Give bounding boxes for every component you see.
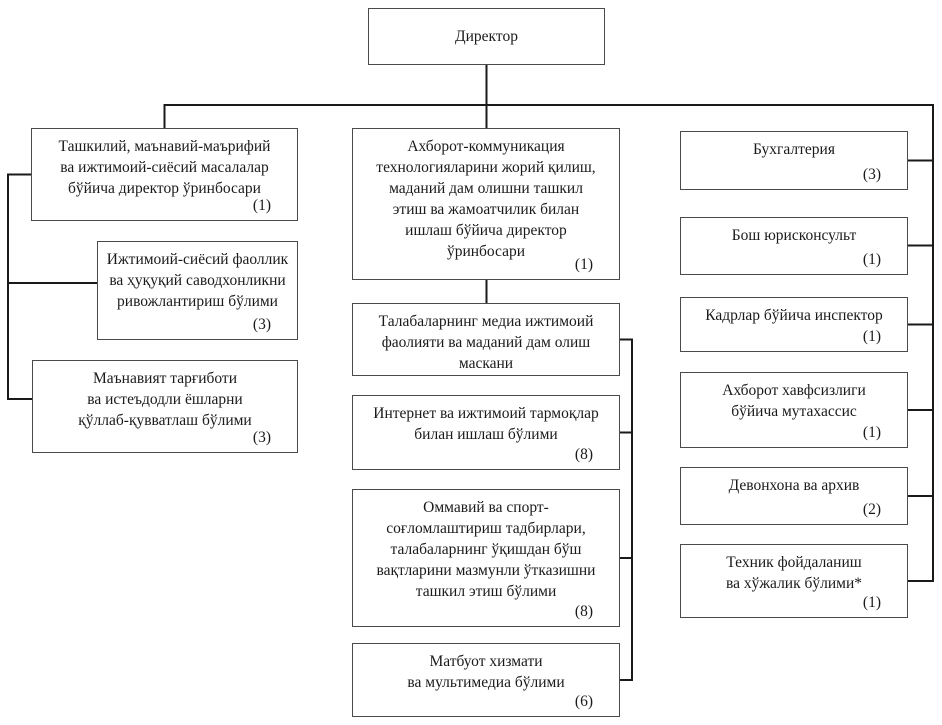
org-node-right-infosec-specialist: Ахборот хавфсизлиги бўйича мутахассис (1…	[680, 372, 908, 448]
org-node-right-hr-inspector: Кадрлар бўйича инспектор (1)	[680, 297, 908, 352]
node-count: (1)	[252, 197, 271, 214]
node-title: Интернет ва ижтимоий тармоқлар билан ишл…	[373, 405, 599, 443]
org-node-left-social-political-dept: Ижтимоий-сиёсий фаоллик ва ҳуқуқий савод…	[97, 241, 298, 340]
node-count: (3)	[252, 429, 271, 446]
node-count: (2)	[862, 501, 881, 518]
org-node-middle-sports-events-dept: Оммавий ва спорт- соғломлаштириш тадбирл…	[352, 489, 620, 627]
org-node-middle-internet-dept: Интернет ва ижтимоий тармоқлар билан ишл…	[352, 395, 620, 470]
node-title: Бухгалтерия	[753, 141, 835, 158]
node-title: Бош юрисконсульт	[731, 227, 857, 244]
node-count: (1)	[862, 328, 881, 345]
org-node-director: Директор	[368, 8, 605, 65]
org-node-middle-deputy-ict: Ахборот-коммуникация технологияларини жо…	[352, 128, 620, 280]
node-title: Оммавий ва спорт- соғломлаштириш тадбирл…	[376, 499, 596, 600]
node-title: Девонхона ва архив	[728, 477, 860, 494]
org-node-middle-press-multimedia-dept: Матбуот хизмати ва мультимедиа бўлими (6…	[352, 643, 620, 717]
org-node-middle-media-center: Талабаларнинг медиа ижтимоий фаолияти ва…	[352, 303, 620, 376]
org-node-right-chancery-archive: Девонхона ва архив (2)	[680, 467, 908, 525]
node-count: (1)	[862, 594, 881, 611]
node-count: (6)	[574, 693, 593, 710]
org-node-right-accounting: Бухгалтерия (3)	[680, 131, 908, 190]
node-count: (3)	[252, 316, 271, 333]
node-title: Ташкилий, маънавий-маърифий ва ижтимоий-…	[58, 138, 271, 197]
node-count: (8)	[574, 603, 593, 620]
node-title: Талабаларнинг медиа ижтимоий фаолияти ва…	[378, 313, 594, 372]
node-title: Матбуот хизмати ва мультимедиа бўлими	[407, 653, 565, 691]
node-count: (1)	[574, 256, 593, 273]
node-count: (1)	[862, 251, 881, 268]
org-node-left-deputy-spiritual: Ташкилий, маънавий-маърифий ва ижтимоий-…	[31, 128, 298, 221]
node-title: Кадрлар бўйича инспектор	[705, 307, 883, 324]
node-title: Маънавият тарғиботи ва истеъдодли ёшларн…	[78, 370, 252, 429]
node-title: Директор	[455, 28, 518, 45]
node-title: Ахборот хавфсизлиги бўйича мутахассис	[722, 382, 866, 420]
node-count: (1)	[862, 424, 881, 441]
node-title: Ахборот-коммуникация технологияларини жо…	[376, 138, 596, 260]
org-node-left-spirituality-youth-dept: Маънавият тарғиботи ва истеъдодли ёшларн…	[32, 360, 298, 453]
node-count: (3)	[862, 166, 881, 183]
node-title: Ижтимоий-сиёсий фаоллик ва ҳуқуқий савод…	[106, 251, 289, 310]
org-node-right-technical-maintenance: Техник фойдаланиш ва хўжалик бўлими* (1)	[680, 544, 908, 618]
node-title: Техник фойдаланиш ва хўжалик бўлими*	[725, 554, 863, 592]
org-node-right-legal-counsel: Бош юрисконсульт (1)	[680, 217, 908, 275]
node-count: (8)	[574, 446, 593, 463]
